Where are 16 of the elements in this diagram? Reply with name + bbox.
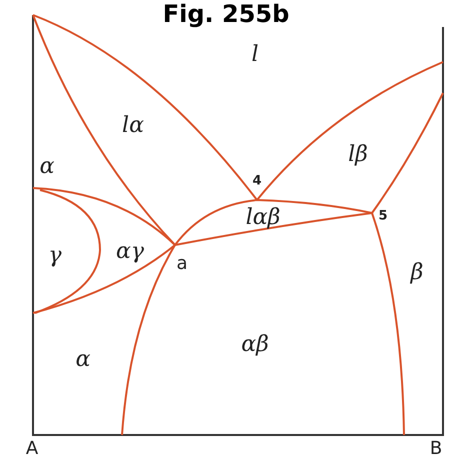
region-label: lβ (348, 144, 368, 166)
region-label: α (76, 349, 90, 371)
region-label: αγ (116, 241, 144, 263)
axis-label: B (430, 440, 442, 458)
axis-label: A (26, 440, 38, 458)
point-label: a (176, 255, 188, 273)
region-label: lα (122, 115, 144, 137)
region-label: α (40, 156, 54, 178)
point-label: 4 (252, 174, 262, 188)
region-label: γ (48, 245, 62, 267)
point-label: 5 (378, 210, 388, 222)
region-label: αβ (241, 334, 269, 356)
region-label: β (410, 262, 424, 284)
figure-title: Fig. 255b (162, 2, 290, 26)
region-label: l (251, 44, 259, 66)
region-label: lαβ (246, 207, 280, 229)
